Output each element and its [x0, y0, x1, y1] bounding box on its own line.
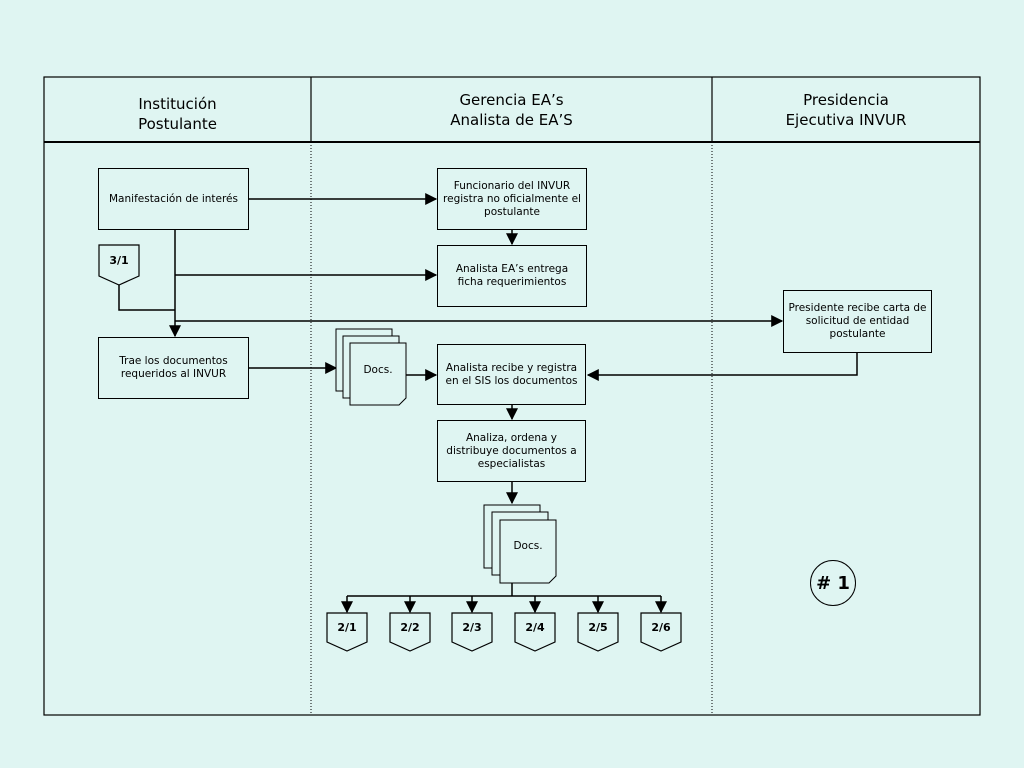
box-manifestacion: Manifestación de interés [98, 168, 249, 230]
box-presidente: Presidente recibe carta de solicitud de … [783, 290, 932, 353]
box-analiza: Analiza, ordena y distribuye documentos … [437, 420, 586, 482]
document-stack-2 [483, 504, 557, 584]
box-analista-entrega: Analista EA’s entrega ficha requerimient… [437, 245, 587, 307]
page-number-badge: # 1 [810, 560, 856, 606]
document-stack-1 [335, 328, 407, 406]
connector-2-1-label: 2/1 [337, 621, 357, 634]
connector-3-1-label: 3/1 [109, 254, 129, 267]
connector-2-5-shape [577, 612, 619, 652]
lane-title-gerencia: Gerencia EA’s Analista de EA’S [450, 91, 573, 129]
box-analista-recibe: Analista recibe y registra en el SIS los… [437, 344, 586, 405]
doc-label-1: Docs. [363, 364, 393, 376]
arrow-presidente-to-recibe [586, 353, 858, 381]
lane-title-institucion: Institución Postulante [138, 95, 217, 133]
connector-2-1-shape [326, 612, 368, 652]
connector-2-6-label: 2/6 [651, 621, 671, 634]
connector-2-5-label: 2/5 [588, 621, 608, 634]
box-funcionario: Funcionario del INVUR registra no oficia… [437, 168, 587, 230]
doc-label-2: Docs. [513, 540, 543, 552]
swimlane-frame [43, 76, 981, 716]
connector-2-3-label: 2/3 [462, 621, 482, 634]
lane-title-presidencia: Presidencia Ejecutiva INVUR [785, 91, 907, 129]
connector-3-1-shape [98, 244, 140, 286]
connector-2-6-shape [640, 612, 682, 652]
connector-2-4-shape [514, 612, 556, 652]
connector-2-3-shape [451, 612, 493, 652]
connector-2-4-label: 2/4 [525, 621, 545, 634]
connector-2-2-shape [389, 612, 431, 652]
line-3-1-connector [118, 284, 175, 311]
connector-2-2-label: 2/2 [400, 621, 420, 634]
box-trae-documentos: Trae los documentos requeridos al INVUR [98, 337, 249, 399]
